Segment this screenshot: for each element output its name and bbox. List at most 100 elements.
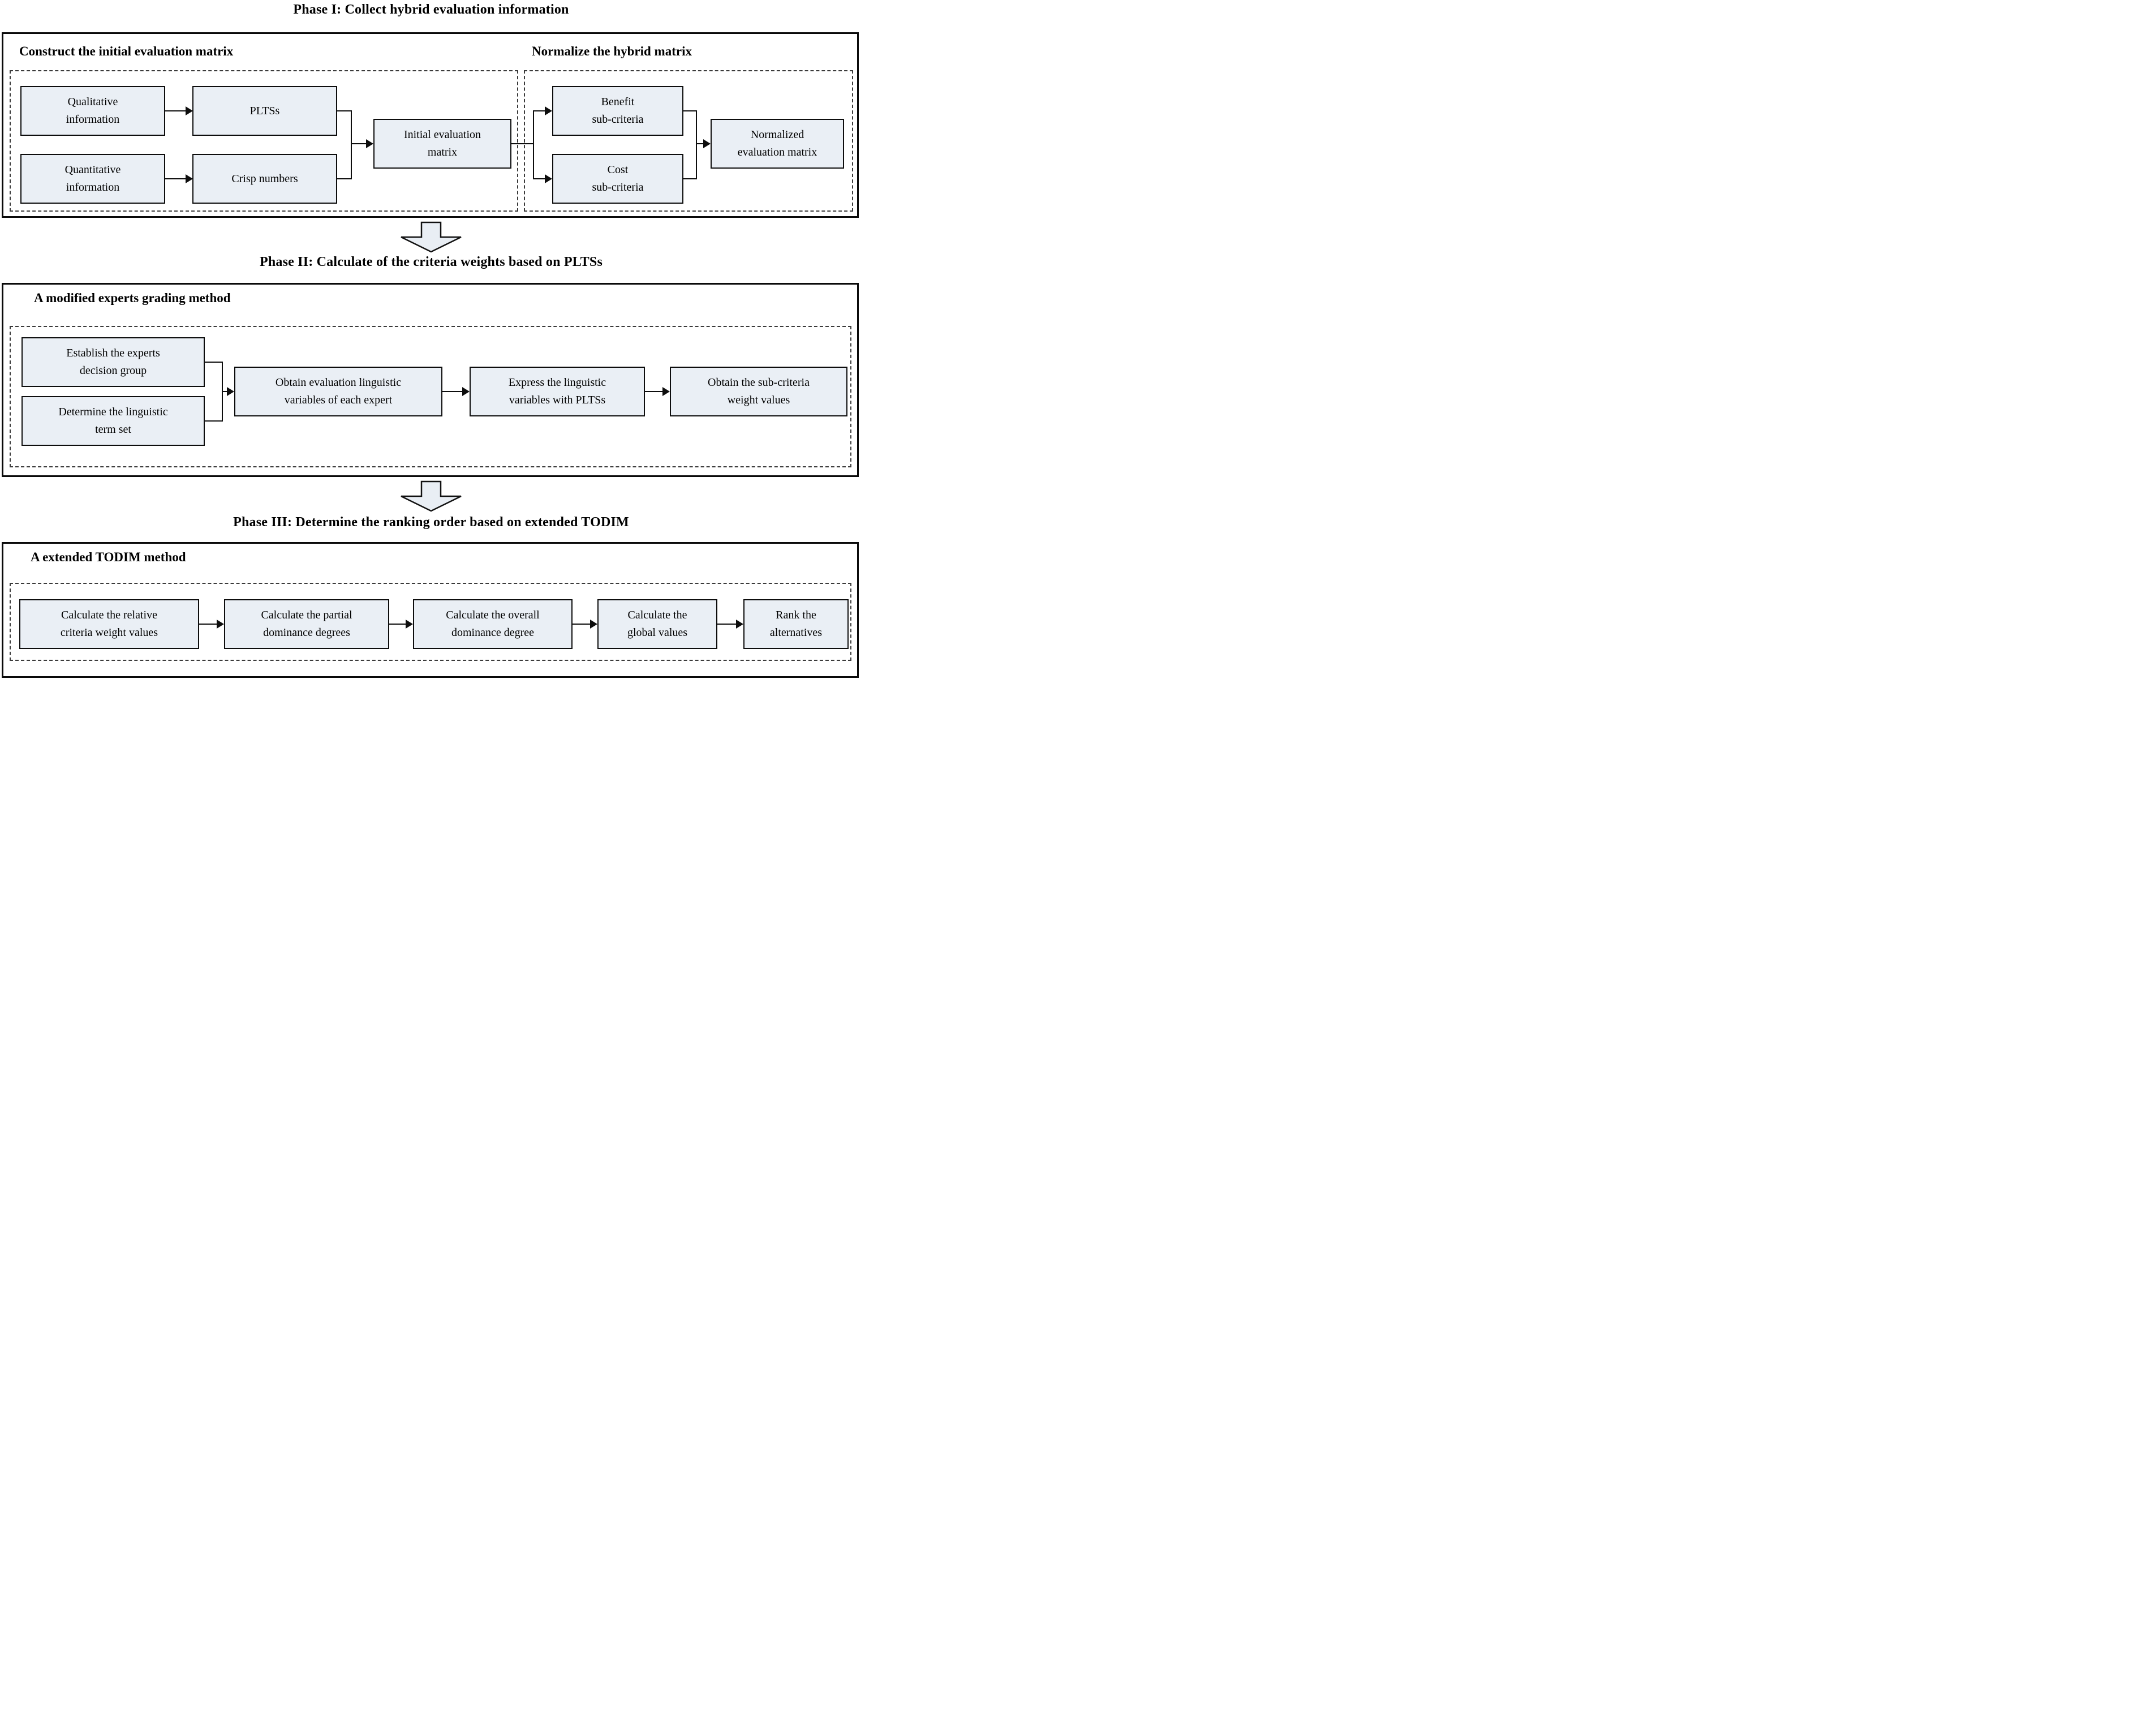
node-calculate-relative-weights: Calculate the relative criteria weight v… xyxy=(19,599,199,649)
phase2-header: A modified experts grading method xyxy=(34,291,231,305)
node-label: variables with PLTSs xyxy=(509,394,606,406)
node-normalized-evaluation-matrix: Normalized evaluation matrix xyxy=(711,119,844,169)
node-rank-alternatives: Rank the alternatives xyxy=(743,599,849,649)
node-label: sub-criteria xyxy=(592,181,644,194)
node-determine-linguistic-term-set: Determine the linguistic term set xyxy=(21,396,205,446)
node-benefit-sub-criteria: Benefit sub-criteria xyxy=(552,86,683,136)
node-label: dominance degrees xyxy=(263,626,350,639)
phase2-title: Phase II: Calculate of the criteria weig… xyxy=(259,255,603,269)
node-label: variables of each expert xyxy=(284,394,393,406)
connector-line xyxy=(337,110,352,111)
node-label: criteria weight values xyxy=(60,626,158,639)
phase-transition-arrow-icon xyxy=(401,480,462,512)
arrowhead-icon xyxy=(186,106,193,115)
arrowhead-icon xyxy=(366,139,373,148)
arrowhead-icon xyxy=(462,387,470,396)
node-label: alternatives xyxy=(769,626,823,639)
arrowhead-icon xyxy=(590,620,597,629)
arrowhead-icon xyxy=(227,387,234,396)
node-label: Obtain evaluation linguistic xyxy=(275,376,402,389)
node-label: Qualitative xyxy=(67,96,118,108)
connector-line xyxy=(351,110,352,179)
node-label: matrix xyxy=(427,146,458,158)
node-label: dominance degree xyxy=(451,626,535,639)
node-pltss: PLTSs xyxy=(192,86,337,136)
connector-line xyxy=(205,420,223,422)
connector-line xyxy=(696,143,704,144)
node-label: Crisp numbers xyxy=(231,172,298,185)
arrowhead-icon xyxy=(406,620,413,629)
node-label: global values xyxy=(627,626,688,639)
arrowhead-icon xyxy=(545,106,552,115)
node-label: Cost xyxy=(607,164,629,176)
node-label: Initial evaluation xyxy=(403,128,481,141)
connector-line xyxy=(533,110,534,179)
node-calculate-global-values: Calculate the global values xyxy=(597,599,717,649)
connector-line xyxy=(351,143,367,144)
connector-line xyxy=(165,178,186,179)
node-label: term set xyxy=(95,423,131,436)
node-label: sub-criteria xyxy=(592,113,644,126)
connector-line xyxy=(205,362,223,363)
connector-line xyxy=(696,110,697,179)
node-label: decision group xyxy=(79,364,147,377)
arrowhead-icon xyxy=(545,174,552,183)
node-label: PLTSs xyxy=(249,104,280,117)
node-label: Express the linguistic xyxy=(508,376,606,389)
connector-line xyxy=(573,624,591,625)
node-label: Calculate the xyxy=(627,609,687,621)
connector-line xyxy=(533,178,545,179)
node-label: Calculate the relative xyxy=(61,609,157,621)
connector-line xyxy=(533,110,545,111)
node-express-variables-pltss: Express the linguistic variables with PL… xyxy=(470,367,645,416)
node-label: information xyxy=(66,113,120,126)
node-crisp-numbers: Crisp numbers xyxy=(192,154,337,204)
phase3-title: Phase III: Determine the ranking order b… xyxy=(233,515,629,530)
node-label: evaluation matrix xyxy=(737,146,817,158)
connector-line xyxy=(717,624,737,625)
node-label: Quantitative xyxy=(64,164,121,176)
node-label: Rank the xyxy=(776,609,816,621)
flowchart-canvas: Phase I: Collect hybrid evaluation infor… xyxy=(0,0,862,686)
arrowhead-icon xyxy=(217,620,224,629)
node-initial-evaluation-matrix: Initial evaluation matrix xyxy=(373,119,511,169)
node-obtain-subcriteria-weights: Obtain the sub-criteria weight values xyxy=(670,367,847,416)
node-quantitative-information: Quantitative information xyxy=(20,154,165,204)
phase-transition-arrow-icon xyxy=(401,221,462,253)
node-qualitative-information: Qualitative information xyxy=(20,86,165,136)
connector-line xyxy=(442,391,463,392)
connector-line xyxy=(683,178,697,179)
phase1-title: Phase I: Collect hybrid evaluation infor… xyxy=(293,2,569,17)
node-calculate-overall-dominance: Calculate the overall dominance degree xyxy=(413,599,573,649)
phase3-dashed-group xyxy=(10,583,851,661)
node-obtain-linguistic-variables: Obtain evaluation linguistic variables o… xyxy=(234,367,442,416)
arrowhead-icon xyxy=(662,387,670,396)
connector-line xyxy=(222,391,227,392)
node-label: Normalized xyxy=(750,128,804,141)
phase1-left-dashed-group xyxy=(10,70,518,212)
connector-line xyxy=(165,110,186,111)
connector-line xyxy=(645,391,663,392)
node-label: information xyxy=(66,181,120,194)
node-label: Establish the experts xyxy=(66,347,160,359)
node-label: weight values xyxy=(727,394,790,406)
phase1-right-header: Normalize the hybrid matrix xyxy=(532,44,692,58)
connector-line xyxy=(337,178,352,179)
node-calculate-partial-dominance: Calculate the partial dominance degrees xyxy=(224,599,389,649)
node-cost-sub-criteria: Cost sub-criteria xyxy=(552,154,683,204)
arrowhead-icon xyxy=(703,139,711,148)
connector-line xyxy=(511,143,534,144)
arrowhead-icon xyxy=(736,620,743,629)
node-label: Obtain the sub-criteria xyxy=(708,376,810,389)
connector-line xyxy=(389,624,406,625)
phase1-left-header: Construct the initial evaluation matrix xyxy=(19,44,234,58)
phase3-header: A extended TODIM method xyxy=(31,550,186,564)
connector-line xyxy=(683,110,697,111)
phase2-dashed-group xyxy=(10,326,851,467)
arrowhead-icon xyxy=(186,174,193,183)
connector-line xyxy=(199,624,217,625)
node-label: Determine the linguistic xyxy=(58,406,168,418)
node-establish-experts-group: Establish the experts decision group xyxy=(21,337,205,387)
node-label: Benefit xyxy=(601,96,635,108)
node-label: Calculate the overall xyxy=(446,609,540,621)
